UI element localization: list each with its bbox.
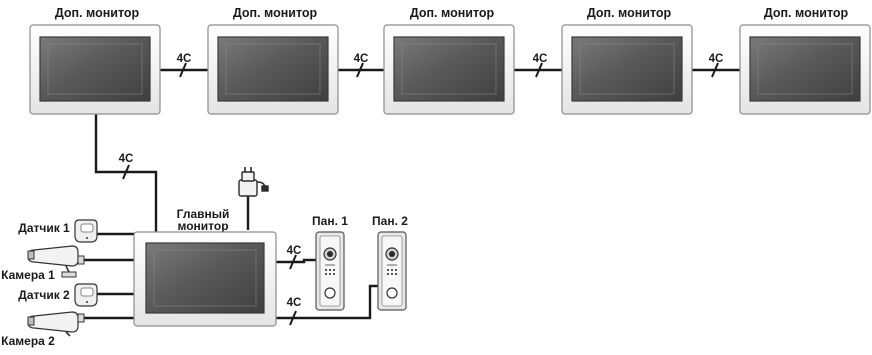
aux-monitor-label: Доп. монитор bbox=[233, 6, 318, 20]
aux-monitor-label: Доп. монитор bbox=[410, 6, 495, 20]
main-monitor-label-line1: Главный bbox=[177, 207, 230, 221]
cable-label: 4С bbox=[354, 53, 369, 65]
cable-slash-marks bbox=[122, 62, 719, 326]
cable-label: 4С bbox=[287, 245, 302, 257]
aux-monitor-2: Доп. монитор bbox=[207, 6, 339, 115]
call-panel-2: Пан. 2 bbox=[372, 214, 408, 311]
cable-label: 4С bbox=[287, 297, 302, 309]
sensor-1-label: Датчик 1 bbox=[18, 221, 70, 235]
camera-2: Камера 2 bbox=[1, 311, 85, 348]
main-monitor: Главный монитор bbox=[133, 207, 277, 327]
main-monitor-label-line2: монитор bbox=[177, 219, 228, 233]
camera-1-label: Камера 1 bbox=[1, 268, 55, 282]
aux-monitor-3: Доп. монитор bbox=[383, 6, 515, 115]
sensor-2-label: Датчик 2 bbox=[18, 288, 70, 302]
panel-2-label: Пан. 2 bbox=[372, 214, 408, 228]
cable-label: 4С bbox=[709, 53, 724, 65]
cable-label: 4С bbox=[533, 53, 548, 65]
aux-monitor-4: Доп. монитор bbox=[561, 6, 693, 115]
sensor-1: Датчик 1 bbox=[18, 219, 98, 243]
panel-1-label: Пан. 1 bbox=[312, 214, 348, 228]
aux-monitor-1: Доп. монитор bbox=[29, 6, 161, 115]
cable-label: 4С bbox=[119, 153, 134, 165]
aux-monitor-5: Доп. монитор bbox=[739, 6, 871, 115]
aux-monitor-label: Доп. монитор bbox=[587, 6, 672, 20]
cable-labels: 4С 4С 4С 4С 4С 4С 4С bbox=[119, 53, 724, 309]
aux-monitor-label: Доп. монитор bbox=[55, 6, 140, 20]
camera-2-label: Камера 2 bbox=[1, 334, 55, 348]
camera-1: Камера 1 bbox=[1, 245, 85, 282]
cable-label: 4С bbox=[177, 53, 192, 65]
sensor-2: Датчик 2 bbox=[18, 283, 98, 307]
power-adapter-icon bbox=[238, 167, 269, 197]
aux-monitor-label: Доп. монитор bbox=[764, 6, 849, 20]
call-panel-1: Пан. 1 bbox=[312, 214, 348, 311]
